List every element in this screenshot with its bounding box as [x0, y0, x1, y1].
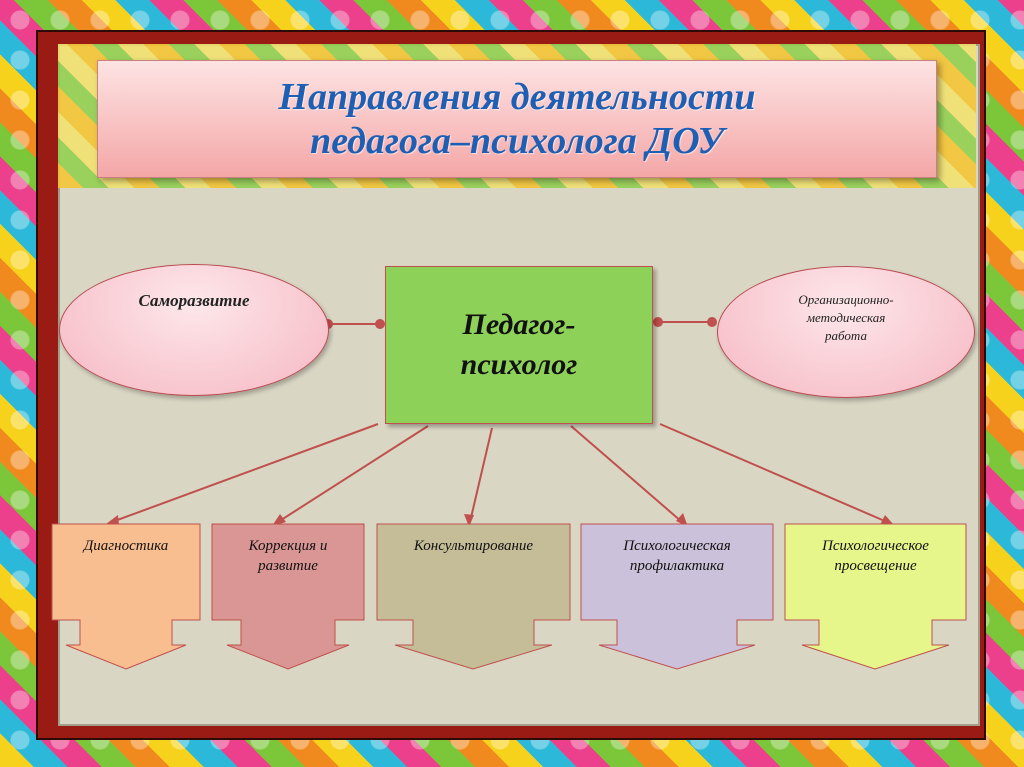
- center-line-2: психолог: [460, 348, 578, 381]
- direction-label-education-1: Психологическое: [822, 538, 929, 554]
- link-to-prevention: [570, 425, 683, 523]
- title-banner: Направления деятельности педагога–психол…: [97, 60, 937, 178]
- title-line-2: педагога–психолога ДОУ: [310, 120, 724, 162]
- center-line-1: Педагог-: [462, 308, 576, 341]
- direction-label-diagnostics-1: Диагностика: [83, 538, 169, 554]
- direction-consulting: Консультирование: [376, 523, 571, 670]
- direction-label-prevention-2: профилактика: [629, 558, 725, 574]
- arrow-fill-education: [784, 523, 967, 670]
- direction-education: Психологическое просвещение: [784, 523, 967, 670]
- self-development-oval: Саморазвитие: [59, 264, 329, 396]
- direction-correction: Коррекция и развитие: [211, 523, 365, 670]
- arrow-fill-correction: [211, 523, 365, 670]
- direction-label-correction-2: развитие: [258, 558, 318, 574]
- direction-diagnostics: Диагностика: [51, 523, 201, 670]
- arrowhead-education: [880, 515, 894, 525]
- arrow-fill-prevention: [580, 523, 774, 670]
- link-to-diagnostics: [111, 423, 379, 523]
- direction-label-prevention-1: Психологическая: [623, 538, 731, 554]
- arrowhead-correction: [272, 514, 286, 526]
- direction-label-education-2: просвещение: [834, 558, 917, 574]
- arrow-shape-prevention: [580, 523, 774, 670]
- link-to-correction: [277, 425, 429, 523]
- arrow-shape-consulting: [376, 523, 571, 670]
- connector-right-dot-b: [707, 317, 717, 327]
- methodical-work-line-2: методическая: [806, 310, 886, 325]
- connector-right-dot-a: [653, 317, 663, 327]
- arrow-fill-consulting: [376, 523, 571, 670]
- direction-label-correction-1: Коррекция и: [248, 538, 328, 554]
- arrow-shape-correction: [211, 523, 365, 670]
- arrow-fill-diagnostics: [51, 523, 201, 670]
- link-to-consulting: [469, 427, 493, 523]
- link-to-education: [659, 423, 888, 523]
- connector-left-dot-b: [375, 319, 385, 329]
- arrowhead-diagnostics: [106, 515, 119, 525]
- title-line-1: Направления деятельности: [278, 76, 756, 118]
- methodical-work-oval: Организационно- методическая работа: [717, 266, 975, 398]
- arrowhead-consulting: [464, 514, 474, 527]
- arrow-shape-diagnostics: [51, 523, 201, 670]
- arrow-shape-education: [784, 523, 967, 670]
- direction-prevention: Психологическая профилактика: [580, 523, 774, 670]
- methodical-work-line-1: Организационно-: [798, 292, 894, 307]
- self-development-label: Саморазвитие: [138, 291, 250, 310]
- center-node: Педагог- психолог: [385, 266, 653, 424]
- methodical-work-line-3: работа: [825, 328, 867, 343]
- direction-label-consulting-1: Консультирование: [413, 538, 534, 554]
